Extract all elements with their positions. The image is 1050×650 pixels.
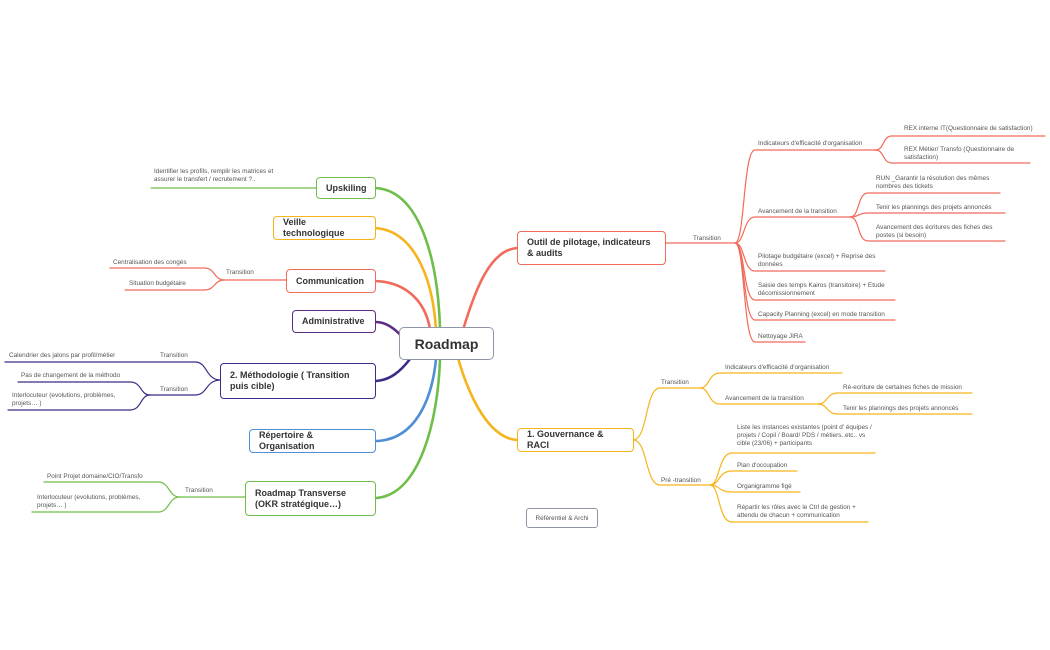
branch-veille (373, 226, 438, 331)
branch-communication (373, 279, 432, 331)
branch-repertoire (374, 357, 438, 443)
communication-budget[interactable]: Situation budgétaire (129, 280, 186, 287)
roadmap-interlocuteur[interactable]: Interlocuteur (evolutions, problèmes, pr… (37, 494, 141, 510)
branch-upskiling (373, 186, 442, 331)
gouv-indicateurs[interactable]: Indicateurs d'efficacité d'organisation (725, 364, 830, 371)
outil-avancement[interactable]: Avancement de la transition (758, 208, 837, 215)
outil-indicateurs[interactable]: Indicateurs d'efficacité d'organisation (758, 140, 863, 147)
outil-pilotage-budgetaire[interactable]: Pilotage budgétaire (excel) + Reprise de… (758, 253, 876, 269)
topic-methodologie[interactable]: 2. Méthodologie ( Transition puis cible) (220, 363, 376, 399)
gouv-avancement[interactable]: Avancement de la transition (725, 395, 804, 402)
methodo-interlocuteur[interactable]: Interlocuteur (evolutions, problèmes, pr… (12, 392, 116, 408)
methodo-transition-label-1[interactable]: Transition (160, 352, 188, 359)
gouv-reecriture[interactable]: Ré-ecriture de certaines fiches de missi… (843, 384, 962, 391)
gouv-instances[interactable]: Liste les instances existantes (point d'… (737, 424, 872, 448)
gouv-roles[interactable]: Répartir les rôles avec le Ctrl de gesti… (737, 504, 856, 520)
topic-communication[interactable]: Communication (286, 269, 376, 293)
outil-jira[interactable]: Nettoyage JIRA (758, 333, 803, 340)
outil-plannings[interactable]: Tenir les plannings des projets annoncés (876, 204, 992, 211)
topic-veille[interactable]: Veille technologique (273, 216, 376, 240)
topic-repertoire[interactable]: Répertoire & Organisation (249, 429, 376, 453)
central-topic[interactable]: Roadmap (399, 327, 494, 360)
outil-transition-label[interactable]: Transition (693, 235, 721, 242)
communication-transition-label[interactable]: Transition (226, 269, 254, 276)
topic-gouvernance[interactable]: 1. Gouvernance & RACI (517, 428, 634, 452)
topic-roadmap-transverse[interactable]: Roadmap Transverse (OKR stratégique…) (245, 481, 376, 516)
gouv-occupation[interactable]: Plan d'occupation (737, 462, 788, 469)
methodo-calendrier[interactable]: Calendrier des jalons par profil/métier (9, 352, 116, 359)
gouv-organigramme[interactable]: Organigramme figé (737, 483, 792, 490)
branch-methodologie (374, 357, 412, 383)
outil-rex-it[interactable]: REX interne IT(Questionnaire de satisfac… (904, 125, 1033, 132)
upskiling-detail[interactable]: Identifier les profils, remplir les matr… (154, 168, 274, 184)
outil-ecritures[interactable]: Avancement des écritures des fiches des … (876, 224, 993, 240)
outil-rex-metier[interactable]: REX Métier/ Transfo (Questionnaire de sa… (904, 146, 1015, 162)
floating-topic-referentiel[interactable]: Référentiel & Archi (526, 508, 598, 528)
roadmap-point-projet[interactable]: Point Projet domaine/CIO/Transfo (47, 473, 143, 480)
outil-run[interactable]: RUN _Garantir la résolution des mêmes no… (876, 175, 990, 191)
branch-outil (461, 246, 519, 332)
branch-gouvernance (456, 356, 519, 442)
topic-outil-pilotage[interactable]: Outil de pilotage, indicateurs & audits (517, 231, 666, 265)
gouv-plannings[interactable]: Tenir les plannings des projets annoncés (843, 405, 959, 412)
gouv-pre-transition-label[interactable]: Pré -transition (661, 477, 701, 484)
outil-kairos[interactable]: Saisie des temps Kairos (transitoire) + … (758, 282, 885, 298)
methodo-transition-label-2[interactable]: Transition (160, 386, 188, 393)
topic-administrative[interactable]: Administrative (292, 310, 376, 333)
gouv-transition-label[interactable]: Transition (661, 379, 689, 386)
communication-conges[interactable]: Centralisation des congés (113, 259, 187, 266)
branch-roadmap-transverse (374, 357, 442, 500)
roadmap-transition-label[interactable]: Transition (185, 487, 213, 494)
topic-upskiling[interactable]: Upskiling (316, 177, 376, 199)
outil-capacity[interactable]: Capacity Planning (excel) en mode transi… (758, 311, 885, 318)
methodo-pas-changement[interactable]: Pas de changement de la méthodo (21, 372, 121, 379)
